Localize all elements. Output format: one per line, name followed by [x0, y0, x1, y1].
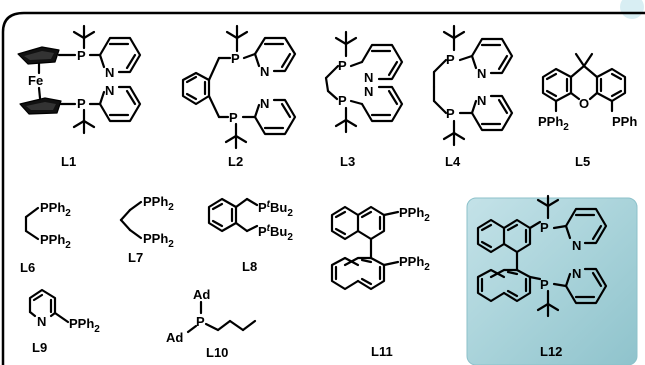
l10-p-label: P [196, 314, 205, 329]
l4-p-bottom-label: P [446, 106, 455, 121]
l1-fe-label: Fe [28, 73, 43, 88]
l2-n-bottom-label: N [260, 96, 269, 111]
l11-label: L11 [371, 344, 393, 359]
l12-upper-naph-ring-b [502, 218, 532, 254]
l4-n-bottom-label: N [477, 93, 486, 108]
l3-n-top-label: N [364, 70, 373, 85]
l3-p-bottom-label: P [338, 93, 347, 108]
ligand-l2: P N P N L2 [181, 24, 297, 169]
ligand-l3: P N P N L3 [324, 30, 404, 169]
ligand-l12: P N P N L12 [476, 194, 608, 359]
l1-n-bottom-label: N [105, 83, 114, 98]
l2-n-top-label: N [260, 64, 269, 79]
l9-n-label: N [37, 314, 46, 329]
l3-p-top-label: P [338, 58, 347, 73]
l1-n-top-label: N [105, 65, 114, 80]
l4-pyridine-bottom [470, 94, 514, 132]
l3-label: L3 [340, 154, 355, 169]
l1-p-top-label: P [77, 48, 86, 63]
l11-pph2-top: PPh2 [399, 205, 430, 224]
l7-pph2-top: PPh2 [143, 194, 174, 213]
l12-highlight-box [466, 197, 638, 365]
l2-p-top-label: P [231, 51, 240, 66]
l5-o-label: O [579, 96, 589, 111]
l5-label: L5 [575, 154, 590, 169]
l1-pyridine-top [98, 36, 142, 74]
l5-pph2-left: PPh2 [538, 114, 569, 133]
l11-upper-naph-ring-b [356, 205, 386, 241]
l12-pyridine-top [564, 207, 608, 245]
ligand-l6: PPh2 PPh2 L6 [20, 200, 71, 275]
l2-label: L2 [228, 154, 243, 169]
l8-label: L8 [242, 259, 257, 274]
l4-label: L4 [445, 154, 461, 169]
l12-n-bottom-label: N [572, 266, 581, 281]
l7-pph2-bottom: PPh2 [143, 231, 174, 250]
l12-pyridine-bottom [564, 267, 608, 305]
l7-label: L7 [128, 250, 143, 265]
l3-n-bottom-label: N [364, 84, 373, 99]
ligand-l11: PPh2 PPh2 L11 [330, 205, 430, 359]
l8-p-top: PtBu2 [258, 199, 293, 219]
l1-pyridine-bottom [98, 85, 142, 123]
l2-pyridine-top [253, 36, 297, 73]
l6-pph2-bottom: PPh2 [40, 232, 71, 251]
l10-ad-left: Ad [166, 330, 183, 345]
l4-pyridine-top [470, 37, 514, 75]
ligand-l10: Ad P Ad L10 [166, 287, 257, 360]
l3-pyridine-top [360, 43, 404, 81]
l2-p-bottom-label: P [229, 110, 238, 125]
ligand-l9: N PPh2 L9 [28, 288, 100, 355]
l11-pph2-bottom: PPh2 [399, 254, 430, 273]
ligand-l1: Fe P N P N L1 [17, 24, 142, 169]
l3-pyridine-bottom [360, 85, 404, 123]
l1-p-bottom-label: P [77, 96, 86, 111]
l10-label: L10 [206, 345, 228, 360]
ligand-l8: PtBu2 PtBu2 L8 [207, 197, 293, 274]
l5-pph2-right: PPh [612, 114, 637, 129]
ligand-l7: PPh2 PPh2 L7 [119, 194, 174, 265]
corner-badge [620, 0, 644, 19]
l6-pph2-top: PPh2 [40, 200, 71, 219]
l12-label: L12 [540, 344, 562, 359]
l10-ad-top: Ad [193, 287, 210, 302]
l2-pyridine-bottom [253, 98, 297, 136]
l9-label: L9 [32, 340, 47, 355]
l9-pph2: PPh2 [69, 316, 100, 335]
l8-p-bottom: PtBu2 [258, 223, 293, 243]
panel-frame [1, 11, 645, 365]
l11-lower-naph-ring-b [330, 256, 360, 291]
l12-p-top-label: P [540, 220, 549, 235]
ligand-l4: P N P N L4 [432, 24, 514, 169]
l12-n-top-label: N [572, 238, 581, 253]
l1-label: L1 [61, 154, 76, 169]
l4-n-top-label: N [477, 66, 486, 81]
l12-lower-naph-ring-b [476, 268, 506, 303]
l6-label: L6 [20, 260, 35, 275]
ligand-l5: O PPh2 PPh L5 [538, 52, 637, 169]
l12-p-bottom-label: P [540, 277, 549, 292]
l4-p-top-label: P [446, 52, 455, 67]
